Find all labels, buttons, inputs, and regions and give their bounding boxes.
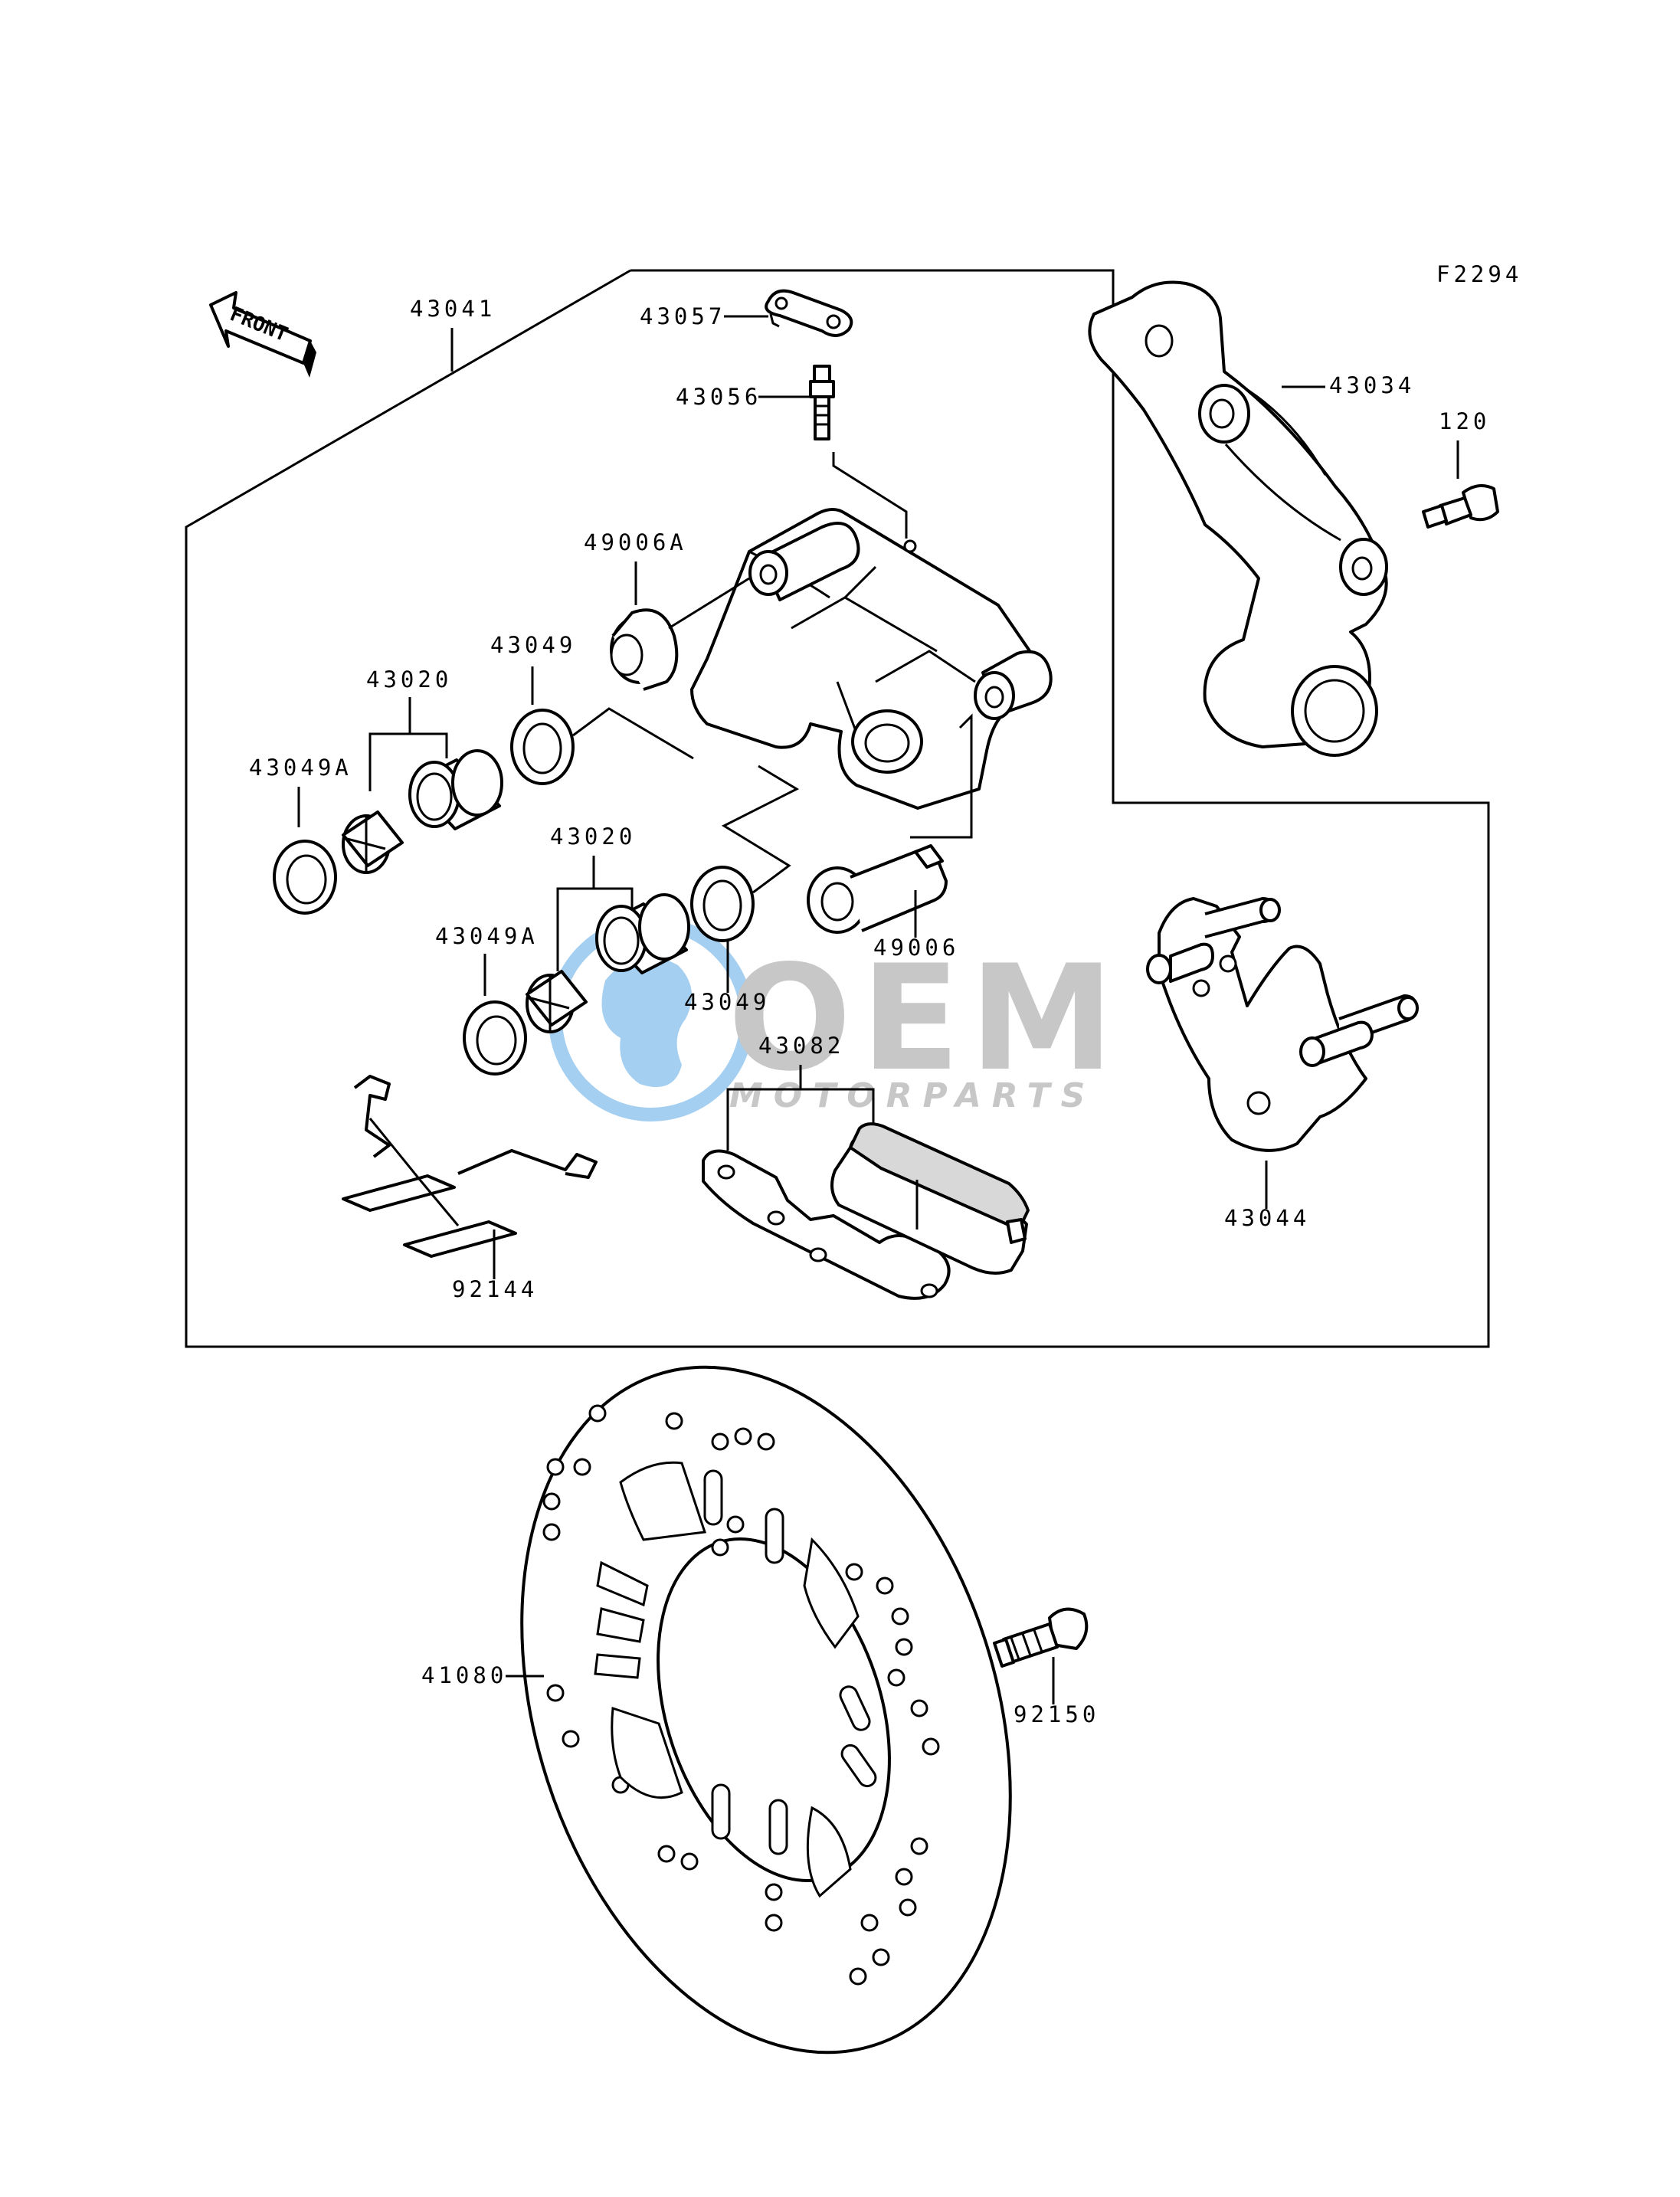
label-43056: 43056	[676, 384, 761, 410]
label-49006: 49006	[873, 935, 959, 961]
watermark-sub: MOTORPARTS	[729, 1076, 1095, 1115]
bolt-120[interactable]	[1422, 484, 1499, 529]
label-43020-top: 43020	[366, 666, 452, 692]
mounting-bracket-43044[interactable]	[1146, 897, 1419, 1152]
label-43041: 43041	[410, 296, 496, 322]
watermark-continent-icon	[601, 956, 692, 1088]
label-43020-bot: 43020	[550, 823, 636, 850]
label-92150: 92150	[1014, 1701, 1099, 1727]
dust-seal-43049A-bot[interactable]	[463, 1000, 527, 1076]
disc-bolt-92150[interactable]	[993, 1607, 1089, 1668]
bleeder-cap-43057[interactable]	[765, 289, 853, 337]
brake-pad-43082[interactable]	[830, 1122, 1030, 1275]
label-43082: 43082	[758, 1033, 844, 1059]
insulator-43020-bot[interactable]	[526, 970, 588, 1033]
diagram-code: F2294	[1436, 261, 1522, 287]
pad-shim-43082[interactable]	[702, 1149, 951, 1300]
label-43049A-top: 43049A	[249, 755, 352, 781]
label-41080: 41080	[421, 1662, 507, 1688]
front-arrow-icon: FRONT	[209, 291, 316, 378]
dust-seal-43049A-top[interactable]	[273, 840, 337, 915]
label-43034: 43034	[1329, 372, 1415, 398]
label-92144: 92144	[452, 1276, 538, 1302]
caliper-bracket-43034[interactable]	[1088, 280, 1388, 757]
caliper-body[interactable]	[690, 508, 1053, 810]
insulator-43020-top[interactable]	[342, 810, 404, 874]
slide-pin-49006[interactable]	[807, 844, 948, 934]
label-43049-top: 43049	[490, 632, 576, 658]
piston-43020-bot[interactable]	[595, 893, 690, 974]
pad-spring-92144[interactable]	[342, 1075, 598, 1258]
seal-43049-bot[interactable]	[690, 866, 755, 942]
boot-49006A[interactable]	[610, 608, 679, 691]
brake-disc-41080[interactable]	[439, 1304, 1094, 2116]
bleeder-valve-43056[interactable]	[809, 365, 835, 440]
label-43049-bot: 43049	[684, 989, 770, 1015]
label-120: 120	[1439, 408, 1490, 434]
watermark-brand: OEM	[728, 934, 1123, 1103]
label-43057: 43057	[640, 303, 725, 329]
seal-43049-top[interactable]	[510, 709, 575, 785]
watermark: OEM MOTORPARTS	[549, 916, 1123, 1121]
piston-43020-top[interactable]	[408, 749, 503, 830]
label-43044: 43044	[1224, 1205, 1310, 1231]
label-43049A-bot: 43049A	[435, 923, 539, 949]
label-49006A: 49006A	[584, 529, 687, 555]
